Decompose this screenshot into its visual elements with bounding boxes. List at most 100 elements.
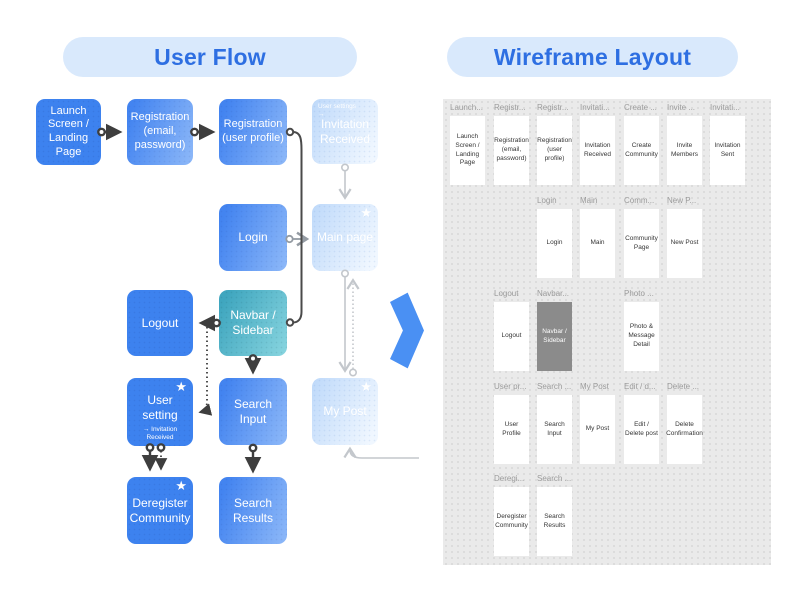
wireframe-cell-label: Comm... [624, 196, 655, 205]
wireframe-cell-label: Search ... [537, 382, 572, 391]
flow-box-search-results[interactable]: Search Results [219, 477, 287, 544]
wireframe-cell: Edit / d... Edit / Delete post [624, 382, 659, 464]
wireframe-cell: Launch... Launch Screen / Landing Page [450, 103, 485, 185]
login-main-arrow [285, 231, 310, 247]
flow-box-main-page[interactable]: ★ Main page [312, 204, 378, 271]
wireframe-card[interactable]: Logout [494, 302, 529, 371]
star-icon: ★ [175, 478, 187, 493]
wireframe-card[interactable]: User Profile [494, 395, 529, 464]
wireframe-card[interactable]: Community Page [624, 209, 659, 278]
wireframe-cell-label: Invite ... [667, 103, 696, 112]
wireframe-cell: Registr... Registration (email, password… [494, 103, 529, 185]
wireframe-cell: Invitati... Invitation Sent [710, 103, 745, 185]
wireframe-card[interactable]: Invitation Sent [710, 116, 745, 185]
flow-box-invitation-received[interactable]: User settings → Invitation Received [312, 99, 378, 164]
wireframe-card[interactable]: Launch Screen / Landing Page [450, 116, 485, 185]
wireframe-cell: Login Login [537, 196, 572, 278]
wireframe-cell-label: Login [537, 196, 557, 205]
wireframe-card-selected[interactable]: Navbar / Sidebar [537, 302, 572, 371]
wireframe-cell-label: Registr... [494, 103, 526, 112]
wireframe-cell-label: Deregi... [494, 474, 525, 483]
wireframe-cell-label: Main [580, 196, 598, 205]
wireframe-card[interactable]: Delete Confirmation [666, 395, 703, 464]
wireframe-cell: Invitati... Invitation Received [580, 103, 615, 185]
flow-box-label: Login [238, 230, 268, 244]
wireframe-card[interactable]: Registration (email, password) [494, 116, 529, 185]
wireframe-card[interactable]: Edit / Delete post [624, 395, 659, 464]
wireframe-card[interactable]: Invitation Received [580, 116, 615, 185]
wireframe-cell: Main Main [580, 196, 615, 278]
wireframe-cell: Deregi... Deregister Community [494, 474, 529, 556]
flow-box-navbar-sidebar[interactable]: Navbar / Sidebar [219, 290, 287, 356]
wireframe-cell-label: Edit / d... [624, 382, 656, 391]
flow-box-registration-profile[interactable]: Registration (user profile) [219, 99, 287, 165]
wireframe-card[interactable]: Main [580, 209, 615, 278]
flow-box-label: User setting [142, 393, 178, 422]
flow-box-label: Search Results [232, 495, 273, 525]
wireframe-cell: Photo ... Photo & Message Detail [624, 289, 659, 371]
wireframe-cell: My Post My Post [580, 382, 615, 464]
wireframe-card[interactable]: Registration (user profile) [537, 116, 572, 185]
wireframe-card[interactable]: Search Results [537, 487, 572, 556]
wireframe-cell: Invite ... Invite Members [667, 103, 702, 185]
wireframe-cell-label: Logout [494, 289, 519, 298]
wireframe-cell-label: Registr... [537, 103, 569, 112]
wireframe-cell-label: Invitati... [580, 103, 610, 112]
flow-box-label: Search Input [233, 396, 273, 426]
wireframe-card[interactable]: Invite Members [667, 116, 702, 185]
flow-box-label: Registration (email, password) [130, 111, 190, 151]
transform-arrow [390, 292, 424, 369]
wireframe-layout-title-pill: Wireframe Layout [447, 37, 738, 77]
flow-box-deregister-community[interactable]: ★ Deregister Community [127, 477, 193, 544]
wireframe-cell: New P... New Post [667, 196, 702, 278]
flow-box-logout[interactable]: Logout [127, 290, 193, 356]
flow-box-launch-screen[interactable]: Launch Screen / Landing Page [36, 99, 101, 165]
wireframe-cell-label: Invitati... [710, 103, 740, 112]
wireframe-card[interactable]: Create Community [624, 116, 659, 185]
wireframe-cell-label: User pr... [494, 382, 527, 391]
wireframe-cell: Registr... Registration (user profile) [537, 103, 572, 185]
flow-box-label: Launch Screen / Landing Page [48, 104, 89, 158]
registration-navbar-line [285, 127, 303, 327]
star-icon: ★ [360, 205, 372, 220]
flow-box-note: → Invitation Received [142, 426, 178, 442]
flow-box-label: Logout [141, 315, 179, 330]
wireframe-cell-label: New P... [667, 196, 697, 205]
wireframe-card[interactable]: Photo & Message Detail [624, 302, 659, 371]
wireframe-card[interactable]: Login [537, 209, 572, 278]
flow-box-label: Registration (user profile) [222, 118, 284, 144]
wireframe-cell-label: My Post [580, 382, 609, 391]
flow-box-search-input[interactable]: Search Input [219, 378, 287, 445]
wireframe-cell: Search ... Search Results [537, 474, 572, 556]
flow-box-label: Main page [316, 230, 374, 244]
user-flow-title-pill: User Flow [63, 37, 357, 77]
wireframe-cell-label: Delete ... [667, 382, 700, 391]
flow-box-label: Deregister Community [129, 495, 191, 525]
wireframe-layout-title: Wireframe Layout [493, 43, 692, 70]
flow-box-label: Navbar / Sidebar [230, 308, 276, 337]
flow-box-registration-email[interactable]: Registration (email, password) [127, 99, 193, 165]
user-flow-title: User Flow [154, 43, 266, 70]
flow-box-user-setting[interactable]: ★ User setting → Invitation Received [127, 378, 193, 446]
wireframe-cell: Delete ... Delete Confirmation [666, 382, 703, 464]
wireframe-cell: Comm... Community Page [624, 196, 659, 278]
wireframe-cell-label: Navbar... [537, 289, 570, 298]
flow-box-my-post[interactable]: ★ My Post [312, 378, 378, 445]
wireframe-card[interactable]: Deregister Community [494, 487, 529, 556]
wireframe-cell-label: Photo ... [624, 289, 654, 298]
flow-box-note: User settings → [318, 103, 356, 118]
wireframe-cell: Logout Logout [494, 289, 529, 371]
wireframe-card[interactable]: My Post [580, 395, 615, 464]
wireframe-cell: User pr... User Profile [494, 382, 529, 464]
wireframe-cell: Create ... Create Community [624, 103, 659, 185]
wireframe-cell: Search ... Search Input [537, 382, 572, 464]
wireframe-card[interactable]: Search Input [537, 395, 572, 464]
wireframe-cell-label: Search ... [537, 474, 572, 483]
wireframe-cell-label: Create ... [624, 103, 657, 112]
flow-box-login[interactable]: Login [219, 204, 287, 271]
star-icon: ★ [175, 379, 187, 394]
wireframe-cell: Navbar... Navbar / Sidebar [537, 289, 572, 371]
wireframe-cell-label: Launch... [450, 103, 483, 112]
wireframe-card[interactable]: New Post [667, 209, 702, 278]
